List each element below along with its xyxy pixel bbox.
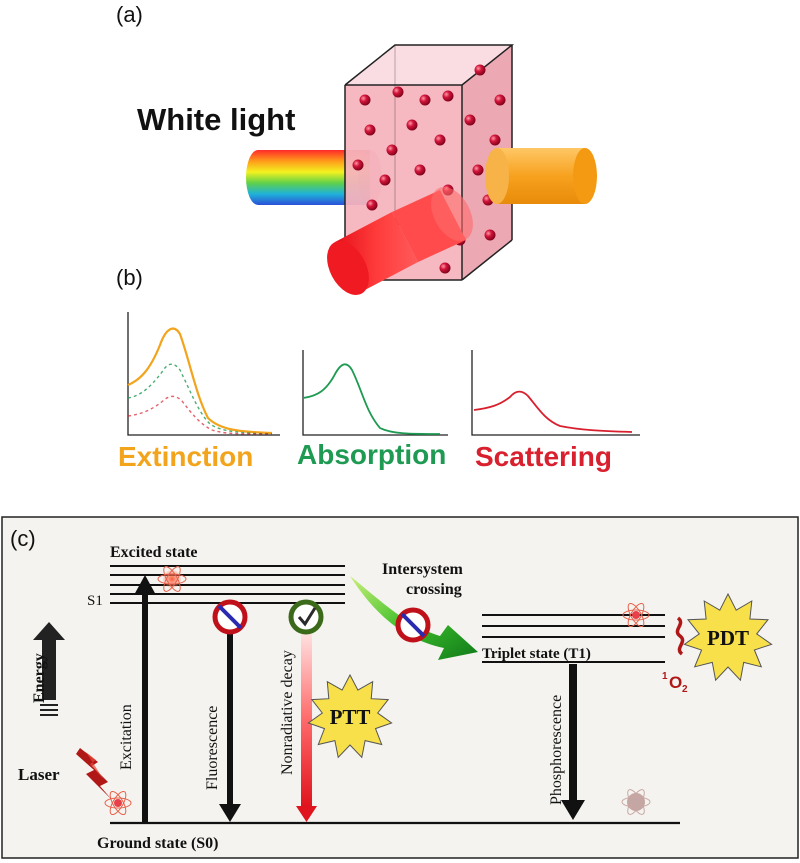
ground-atom-icon: [621, 789, 651, 815]
scattering-label: Scattering: [475, 441, 612, 472]
panel-c: (c) Excited state S1 Triplet state (T1) …: [1, 516, 799, 859]
singlet-oxygen-wave-icon: [675, 616, 685, 656]
scattered-beam: [485, 148, 597, 204]
singlet-oxygen-superscript: 1: [662, 671, 668, 682]
nanoparticle: [392, 86, 404, 98]
intersystem-crossing-arrow: Intersystem crossing: [350, 561, 478, 660]
energy-axis: Energy: [31, 622, 65, 716]
panel-b: (b) Extinction Absorption Scattering: [116, 265, 640, 472]
triplet-atom-icon: [622, 602, 650, 628]
extinction-plot: [127, 312, 280, 436]
ground-state-label: Ground state (S0): [97, 835, 219, 852]
triplet-levels: [482, 614, 665, 663]
panel-b-label: (b): [116, 265, 143, 290]
triplet-state-label: Triplet state (T1): [482, 646, 591, 662]
allowed-nonradiative-icon: [288, 599, 324, 635]
nanoparticle: [359, 94, 371, 106]
intersystem-label-1: Intersystem: [382, 561, 464, 578]
nanoparticle: [439, 262, 451, 274]
ptt-label: PTT: [330, 705, 371, 729]
blocked-fluorescence-icon: [212, 599, 248, 635]
nanoparticle: [434, 134, 446, 146]
phosphorescence-label: Phosphorescence: [548, 695, 565, 805]
panel-a: (a) White light: [116, 2, 597, 295]
fluorescence-label: Fluorescence: [204, 706, 221, 790]
excited-state-label: Excited state: [110, 544, 198, 561]
nanoparticle: [352, 159, 364, 171]
transmitted-beam: [327, 187, 473, 295]
excitation-label: Excitation: [118, 704, 135, 770]
ptt-burst: PTT: [307, 673, 393, 759]
nanoparticle: [414, 164, 426, 176]
nanoparticle: [386, 144, 398, 156]
fluorescence-arrow: Fluorescence: [204, 630, 241, 822]
nanoparticle: [419, 94, 431, 106]
panel-c-frame: [1, 516, 799, 859]
blocked-intersystem-icon: [395, 607, 431, 643]
intersystem-label-2: crossing: [406, 581, 462, 598]
phosphorescence-arrow: Phosphorescence: [548, 664, 585, 820]
nonradiative-label: Nonradiative decay: [279, 650, 296, 775]
singlet-oxygen-subscript: 2: [682, 684, 688, 695]
panel-c-label: (c): [10, 526, 36, 551]
laser-bolt-icon: [76, 748, 112, 800]
nanoparticle: [494, 94, 506, 106]
white-light-label: White light: [137, 102, 295, 137]
pdt-label: PDT: [707, 626, 749, 650]
s1-label: S1: [87, 593, 103, 609]
nanoparticle: [489, 134, 501, 146]
panel-a-label: (a): [116, 2, 143, 27]
nonradiative-arrow: Nonradiative decay: [279, 632, 317, 822]
nanoparticle: [366, 199, 378, 211]
excited-atom-icon: [157, 566, 187, 592]
energy-label: Energy: [31, 653, 48, 703]
singlet-oxygen-label: O: [669, 673, 682, 692]
scattering-plot: [471, 350, 640, 436]
nanoparticle: [464, 114, 476, 126]
nanoparticle: [364, 124, 376, 136]
pdt-burst: PDT: [683, 592, 773, 682]
nanoparticle: [484, 229, 496, 241]
laser-atom-icon: [104, 790, 132, 816]
nanoparticle: [472, 164, 484, 176]
nanoparticle: [442, 90, 454, 102]
nanoparticle: [379, 174, 391, 186]
extinction-label: Extinction: [118, 441, 253, 472]
nanoparticle: [406, 119, 418, 131]
excitation-arrow: Excitation: [118, 575, 156, 823]
laser-label: Laser: [18, 765, 60, 784]
nanoparticle: [474, 64, 486, 76]
absorption-plot: [302, 350, 448, 436]
absorption-label: Absorption: [297, 439, 446, 470]
